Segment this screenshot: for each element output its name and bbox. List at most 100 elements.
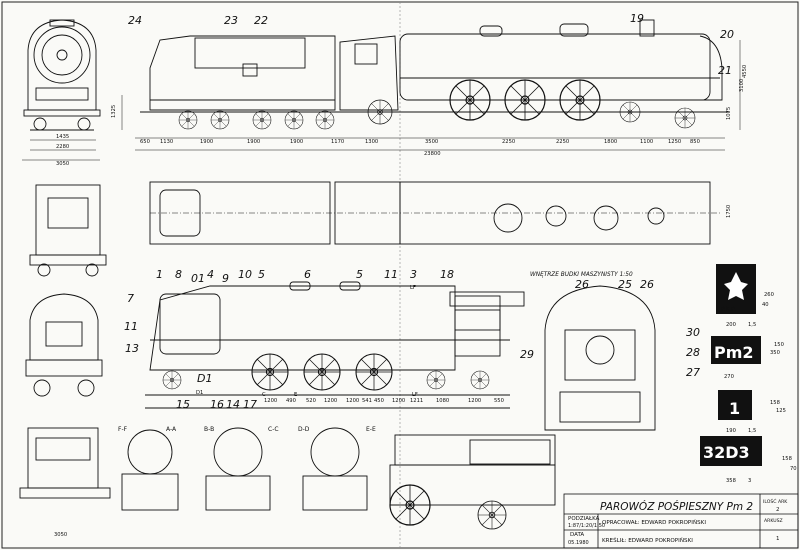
- dimension: 1250: [668, 139, 681, 145]
- scale-label: PODZIAŁKA: [568, 516, 600, 522]
- plate-dim: 158: [782, 456, 792, 462]
- part-number: 28: [686, 346, 700, 359]
- part-number: 14: [226, 398, 240, 411]
- part-number: 23: [224, 14, 238, 27]
- dimension: 850: [690, 139, 700, 145]
- part-number: 25: [618, 278, 632, 291]
- date-label: DATA: [570, 532, 584, 538]
- front-view: [23, 19, 101, 131]
- part-number: 17: [243, 398, 257, 411]
- section-label: F-F: [118, 426, 128, 433]
- dimension: D1: [196, 390, 203, 396]
- dimension: 1200: [468, 398, 481, 404]
- plate-pkp-text: P.K.P.: [721, 306, 736, 313]
- dimension: 1170: [331, 139, 344, 145]
- dimension: 1800: [604, 139, 617, 145]
- part-number: 24: [128, 14, 142, 27]
- part-number: 11: [384, 268, 398, 281]
- dimension: 1211: [410, 398, 423, 404]
- plate-number-one-text: 1: [729, 399, 740, 418]
- part-number: 15: [176, 398, 190, 411]
- dimension: 1080: [436, 398, 449, 404]
- dimension: 1200: [324, 398, 337, 404]
- dimension: 1075: [726, 107, 732, 120]
- part-number: 8: [175, 268, 182, 281]
- part-number: 3: [410, 268, 417, 281]
- side-view-wheels: [178, 79, 696, 130]
- part-number: 29: [520, 348, 534, 361]
- section-label: C-C: [268, 426, 279, 433]
- part-number: 22: [254, 14, 268, 27]
- dimension: 650: [140, 139, 150, 145]
- dimension: 1900: [290, 139, 303, 145]
- part-number: 20: [720, 28, 734, 41]
- dimension: 1900: [200, 139, 213, 145]
- date-value: 05.1980: [568, 540, 589, 546]
- dimension: 490: [286, 398, 296, 404]
- dimension: LF: [412, 392, 418, 398]
- dimension: 2250: [556, 139, 569, 145]
- section-views: [19, 427, 368, 511]
- scale-value: 1:87/1:20/1:50: [568, 523, 605, 529]
- plate-number-text: 32D3: [703, 443, 750, 462]
- part-number: 26: [575, 278, 589, 291]
- dimension: 1130: [160, 139, 173, 145]
- part-number: 4: [207, 268, 214, 281]
- dimension: C: [262, 392, 266, 398]
- dimension: 3500: [425, 139, 438, 145]
- plate-dim: 40: [762, 302, 769, 308]
- dimension: 1200: [392, 398, 405, 404]
- section-label: A-A: [166, 426, 177, 433]
- part-number: 27: [686, 366, 700, 379]
- part-number: 18: [440, 268, 454, 281]
- part-number: 26: [640, 278, 654, 291]
- dimension: 2280: [56, 144, 69, 150]
- dimension: 3050: [54, 532, 67, 538]
- part-number: 6: [304, 268, 311, 281]
- plate-dim: 270: [724, 374, 734, 380]
- section-label: E-E: [366, 426, 376, 433]
- part-number: 13: [125, 342, 139, 355]
- plate-dim: 3: [748, 478, 751, 484]
- plate-dim: 1,5: [748, 322, 756, 328]
- prepared-by: OPRACOWAŁ: EDWARD POKROPIŃSKI: [602, 519, 706, 526]
- dimension: 450: [374, 398, 384, 404]
- part-number: D1: [197, 372, 212, 385]
- part-number: 1: [156, 268, 163, 281]
- dimension: 1900: [247, 139, 260, 145]
- plate-dim: 70: [790, 466, 797, 472]
- dimension: 2250: [502, 139, 515, 145]
- plate-pkp: [716, 264, 756, 314]
- dimension: 1100: [640, 139, 653, 145]
- plate-dim: 260: [764, 292, 774, 298]
- drawing-title: PAROWÓZ POŚPIESZNY Pm 2: [600, 500, 753, 513]
- cab-interior-view: [544, 285, 656, 431]
- part-number: 10: [238, 268, 252, 281]
- part-number: 11: [124, 320, 138, 333]
- section-label: B-B: [204, 426, 214, 433]
- dimension: 4550: [742, 65, 748, 78]
- plate-dim: 125: [776, 408, 786, 414]
- plate-dim: 200: [726, 322, 736, 328]
- part-number: 01: [191, 272, 205, 285]
- dimension: 1750: [726, 205, 732, 218]
- dimension: 520: [306, 398, 316, 404]
- section-label: D-D: [298, 426, 310, 433]
- part-number: 16: [210, 398, 224, 411]
- part-number: 21: [718, 64, 732, 77]
- plate-number: [700, 436, 762, 466]
- cab-side-view: [389, 434, 556, 506]
- front-view-lower: [25, 293, 103, 397]
- title-block-frame: [563, 493, 799, 549]
- dimension: 1200: [346, 398, 359, 404]
- part-number: 9: [222, 272, 229, 285]
- lower-side-view: [145, 281, 525, 409]
- dimension: LF: [410, 285, 416, 291]
- part-number: 30: [686, 326, 700, 339]
- sheet-value: 1: [776, 536, 780, 542]
- dimension: 541: [362, 398, 372, 404]
- plate-dim: 190: [726, 428, 736, 434]
- sheet-count-value: 2: [776, 507, 780, 513]
- plate-dim: 158: [770, 400, 780, 406]
